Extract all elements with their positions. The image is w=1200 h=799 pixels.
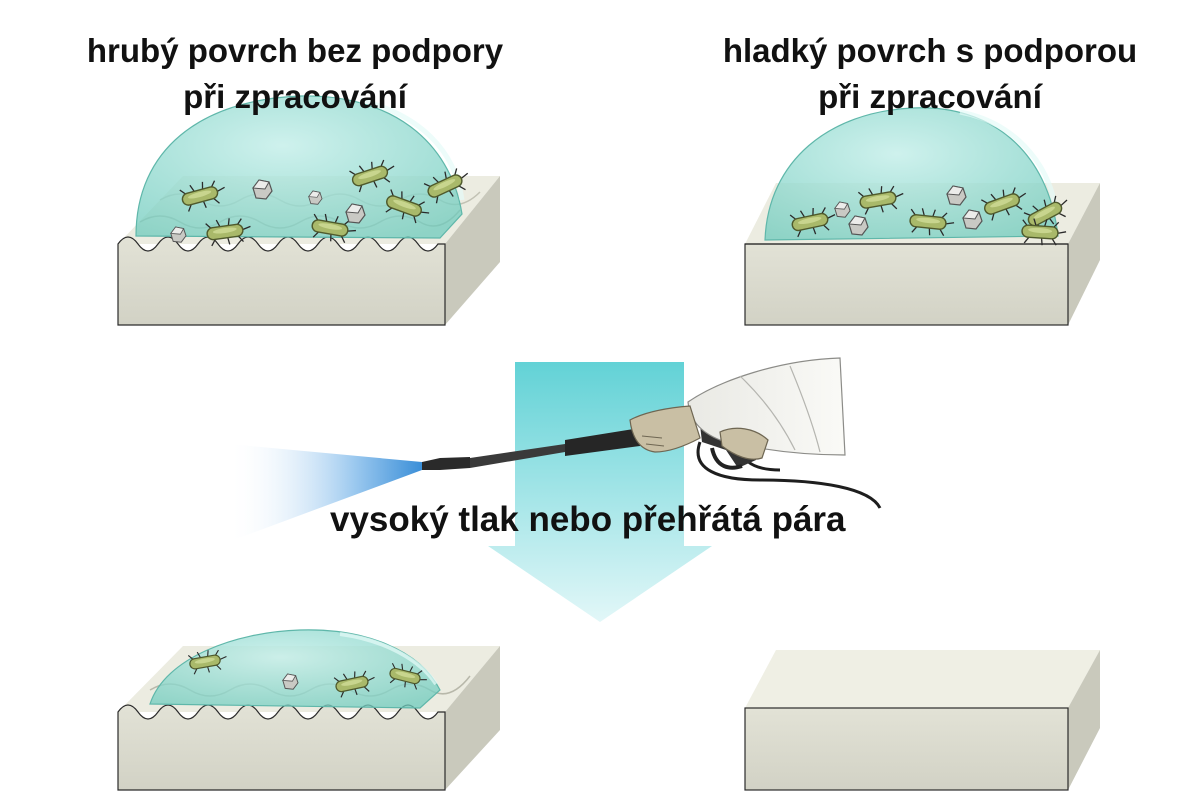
biofilm-dome	[135, 95, 463, 239]
rough-surface-label: hrubý povrch bez podpory při zpracování	[40, 28, 550, 120]
cleaning-method-label: vysoký tlak nebo přehřátá pára	[330, 500, 846, 539]
rough-surface-label-line1: hrubý povrch bez podpory	[86, 32, 504, 69]
rough-surface-block-bottom	[117, 629, 500, 791]
rough-surface-label-line2: při zpracování	[183, 78, 407, 115]
smooth-surface-label: hladký povrch s podporou při zpracování	[690, 28, 1170, 120]
smooth-surface-block-top	[744, 107, 1100, 326]
smooth-surface-label-line2: při zpracování	[818, 78, 1042, 115]
rough-surface-block-top	[117, 95, 500, 326]
smooth-surface-label-line1: hladký povrch s podporou	[722, 32, 1138, 69]
smooth-surface-block-bottom	[744, 650, 1100, 791]
pressure-washer-icon	[228, 357, 882, 542]
down-arrow-icon	[488, 362, 712, 622]
